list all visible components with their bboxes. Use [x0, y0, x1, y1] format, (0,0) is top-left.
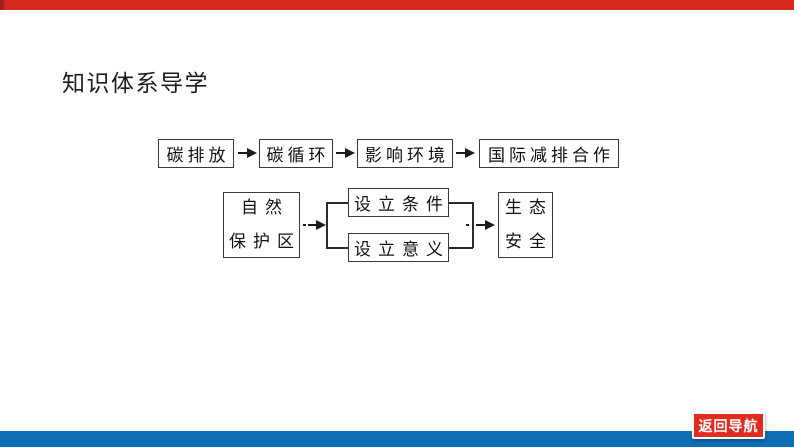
connector-line — [326, 247, 349, 249]
flow-box-ecological-security: 生态 安全 — [498, 192, 553, 258]
flow-box-label-line2: 安全 — [505, 232, 553, 252]
flow-box-establishment-conditions: 设立条件 — [348, 188, 449, 217]
return-nav-button[interactable]: 返回导航 — [692, 412, 765, 439]
connector-line — [326, 202, 328, 248]
top-accent-bar-left-segment — [0, 0, 4, 10]
flow-box-label: 国际减排合作 — [488, 146, 614, 166]
page-title: 知识体系导学 — [62, 70, 209, 96]
arrow-right-icon — [336, 148, 355, 158]
connector-line — [472, 202, 474, 248]
flow-box-environmental-impact: 影响环境 — [357, 139, 453, 168]
flow-box-international-emission-cooperation: 国际减排合作 — [479, 139, 619, 168]
arrow-right-icon — [476, 220, 495, 230]
connector-dot — [303, 224, 306, 226]
flow-box-label: 碳排放 — [166, 146, 230, 166]
bottom-accent-bar — [0, 431, 794, 447]
connector-dot — [466, 224, 469, 226]
top-accent-bar — [0, 0, 794, 10]
flow-box-nature-reserve: 自然 保护区 — [223, 192, 300, 258]
flow-box-label-line1: 自然 — [241, 198, 289, 218]
arrow-right-icon — [238, 148, 257, 158]
flow-box-label-line1: 生态 — [505, 198, 553, 218]
arrow-right-icon — [456, 148, 475, 158]
flow-box-carbon-emission: 碳排放 — [158, 139, 234, 168]
flow-box-label: 设立条件 — [354, 195, 450, 215]
flow-box-establishment-significance: 设立意义 — [348, 233, 449, 262]
connector-line — [449, 247, 473, 249]
flow-box-label: 设立意义 — [354, 240, 450, 260]
flow-box-carbon-cycle: 碳循环 — [259, 139, 333, 168]
connector-line — [449, 202, 473, 204]
flow-box-label: 影响环境 — [365, 146, 449, 166]
flow-box-label-line2: 保护区 — [229, 232, 301, 252]
flow-box-label: 碳循环 — [266, 146, 330, 166]
arrow-right-icon — [308, 220, 326, 230]
connector-line — [326, 202, 349, 204]
